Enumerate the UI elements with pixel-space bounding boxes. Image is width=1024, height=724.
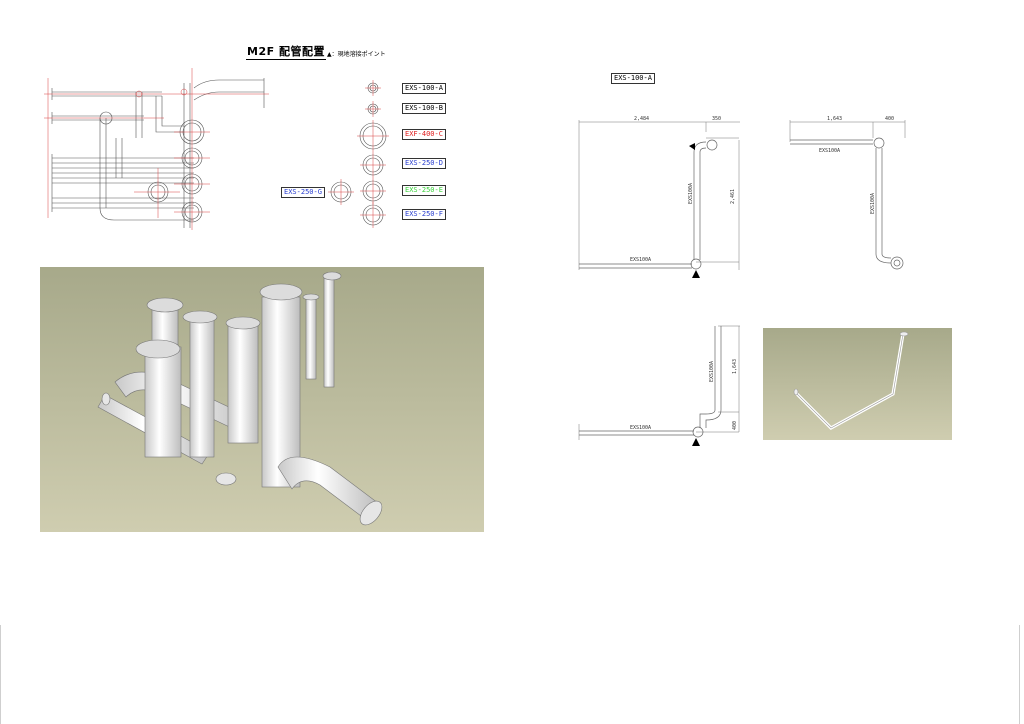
pipe-tag-exs-250-d: EXS-250-D [402,158,446,169]
pipe-3d-render [40,267,484,532]
weld-point-legend: ▲：現地溶接ポイント [327,51,386,58]
detail-view-3: 1,643 400 EXS100A EXS100A [578,325,740,446]
pipe-tag-exs-100-a: EXS-100-A [402,83,446,94]
dim-400-v3: 400 [732,421,738,430]
frame-mark-left [0,625,1,724]
pipe-label-vertical-2: EXS100A [870,193,876,214]
dim-2484: 2,484 [634,116,649,122]
dim-350: 350 [712,116,721,122]
sheet-title: M2F 配管配置 [246,45,326,60]
detail-3d-render [763,328,952,440]
pipe-label-horizontal-2: EXS100A [819,148,840,154]
dim-1643-v3: 1,643 [732,359,738,374]
flange-symbols [328,80,389,228]
pipe-tag-exs-250-g: EXS-250-G [281,187,325,198]
pipe-label-horizontal-3: EXS100A [630,425,651,431]
pipe-tag-exs-250-f: EXS-250-F [402,209,446,220]
detail-view-1: 2,484 350 2,461 EXS100A EXS100A [578,116,740,278]
detail-title: EXS-100-A [611,73,655,84]
pipe-tag-exs-100-b: EXS-100-B [402,103,446,114]
dim-1643: 1,643 [827,116,842,122]
detail-view-2: 1,643 400 EXS100A EXS100A [789,116,906,270]
pipe-label-vertical-3: EXS100A [709,361,715,382]
dim-400: 400 [885,116,894,122]
pipe-tag-exs-250-e: EXS-250-E [402,185,446,196]
pipe-tag-exf-400-c: EXF-400-C [402,129,446,140]
frame-mark-right [1019,625,1020,724]
dim-2461: 2,461 [730,189,736,204]
pipe-label-horizontal: EXS100A [630,257,651,263]
plan-view-drawing [44,68,269,230]
pipe-label-vertical: EXS100A [688,183,694,204]
